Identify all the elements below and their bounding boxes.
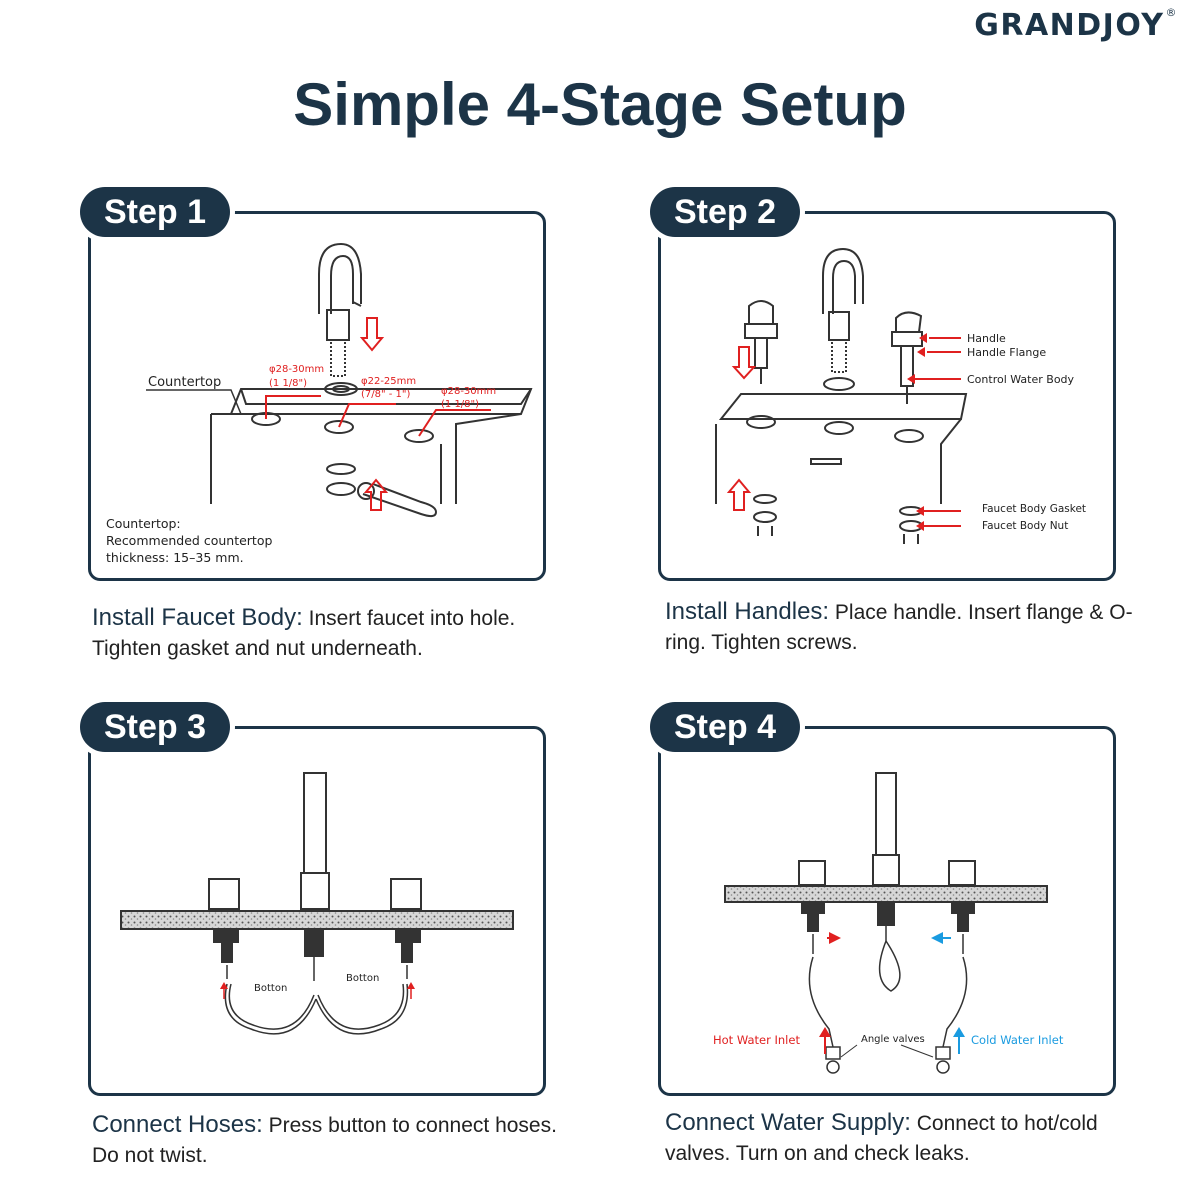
- hot-inlet-label: Hot Water Inlet: [713, 1033, 800, 1047]
- label-gasket: Faucet Body Gasket: [982, 503, 1086, 515]
- step-2-text: Place handle. Insert flange & O-ring. Ti…: [665, 601, 1133, 654]
- page-title: Simple 4-Stage Setup: [293, 71, 907, 138]
- step-2-diagram: Handle Handle Flange Control Water Body …: [715, 247, 1086, 544]
- brand-name: GRANDJOY: [974, 8, 1165, 43]
- step-2-card: Handle Handle Flange Control Water Body …: [658, 211, 1116, 581]
- label-handle-flange: Handle Flange: [967, 346, 1046, 359]
- step-4-badge: Step 4: [650, 702, 800, 752]
- step-2-heading: Install Handles:: [665, 598, 830, 625]
- step-2-description: Install Handles: Place handle. Insert fl…: [665, 597, 1135, 658]
- brand-logo: GRANDJOY®: [974, 6, 1178, 43]
- step-1-card: Countertop φ28-30mm (1 1/8") φ22-25mm (7…: [88, 211, 546, 581]
- dim-left-label: φ28-30mm: [269, 364, 324, 375]
- step-1-badge: Step 1: [80, 187, 230, 237]
- step-4-card: Hot Water Inlet Cold Water Inlet Angle v…: [658, 726, 1116, 1096]
- step-3-text: Press button to connect hoses. Do not tw…: [92, 1114, 557, 1167]
- dim-mid-sub: (7/8" - 1"): [361, 389, 411, 400]
- angle-valves-label: Angle valves: [861, 1034, 925, 1045]
- registered-mark: ®: [1165, 6, 1178, 19]
- step-1-heading: Install Faucet Body:: [92, 604, 303, 631]
- button-label-right: Botton: [346, 973, 379, 984]
- dim-mid-label: φ22-25mm: [361, 376, 416, 387]
- step-4-description: Connect Water Supply: Connect to hot/col…: [665, 1108, 1135, 1169]
- step-1-diagram: Countertop φ28-30mm (1 1/8") φ22-25mm (7…: [106, 242, 533, 565]
- step-3-badge: Step 3: [80, 702, 230, 752]
- note-line-1: Countertop:: [106, 516, 181, 531]
- step-3-card: Botton Botton: [88, 726, 546, 1096]
- note-line-3: thickness: 15–35 mm.: [106, 550, 244, 565]
- step-1-description: Install Faucet Body: Insert faucet into …: [92, 603, 562, 664]
- step-1-text: Insert faucet into hole. Tighten gasket …: [92, 607, 516, 660]
- step-2-badge: Step 2: [650, 187, 800, 237]
- label-handle: Handle: [967, 332, 1006, 345]
- step-3-heading: Connect Hoses:: [92, 1111, 263, 1138]
- dim-right-sub: (1 1/8"): [441, 399, 479, 410]
- step-4-heading: Connect Water Supply:: [665, 1109, 911, 1136]
- note-line-2: Recommended countertop: [106, 533, 272, 548]
- countertop-label: Countertop: [148, 375, 221, 390]
- step-4-text: Connect to hot/cold valves. Turn on and …: [665, 1112, 1098, 1165]
- step-4-diagram: Hot Water Inlet Cold Water Inlet Angle v…: [713, 772, 1064, 1074]
- step-3-diagram: Botton Botton: [120, 772, 514, 1035]
- cold-inlet-label: Cold Water Inlet: [971, 1033, 1064, 1047]
- button-label-left: Botton: [254, 983, 287, 994]
- label-control-body: Control Water Body: [967, 373, 1075, 386]
- dim-left-sub: (1 1/8"): [269, 378, 307, 389]
- dim-right-label: φ28-30mm: [441, 386, 496, 397]
- step-3-description: Connect Hoses: Press button to connect h…: [92, 1110, 562, 1171]
- label-nut: Faucet Body Nut: [982, 520, 1068, 532]
